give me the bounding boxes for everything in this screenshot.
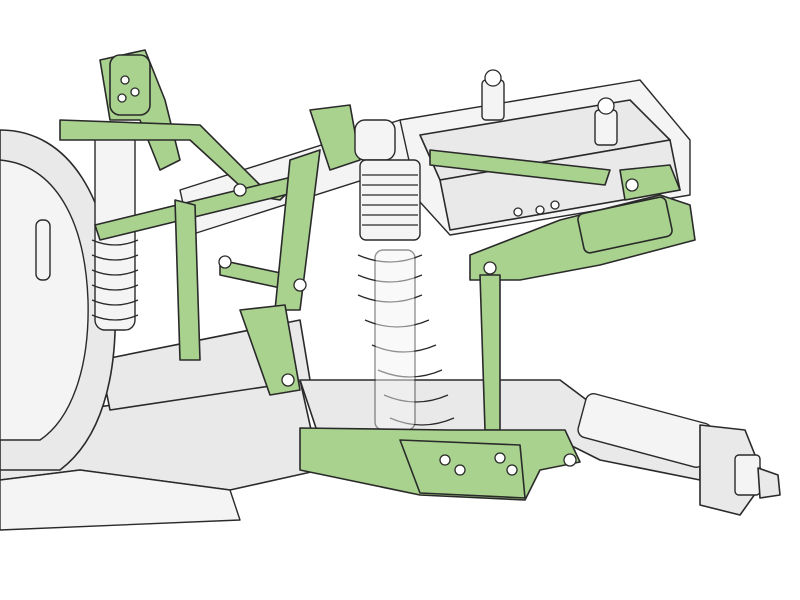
side-link — [469, 164, 696, 431]
frame-posts — [481, 69, 618, 217]
lower-arm — [299, 427, 581, 501]
front-shock — [354, 119, 455, 431]
rear-links — [59, 49, 306, 361]
front-upper-links — [239, 104, 611, 396]
wheel-hub — [699, 424, 781, 516]
